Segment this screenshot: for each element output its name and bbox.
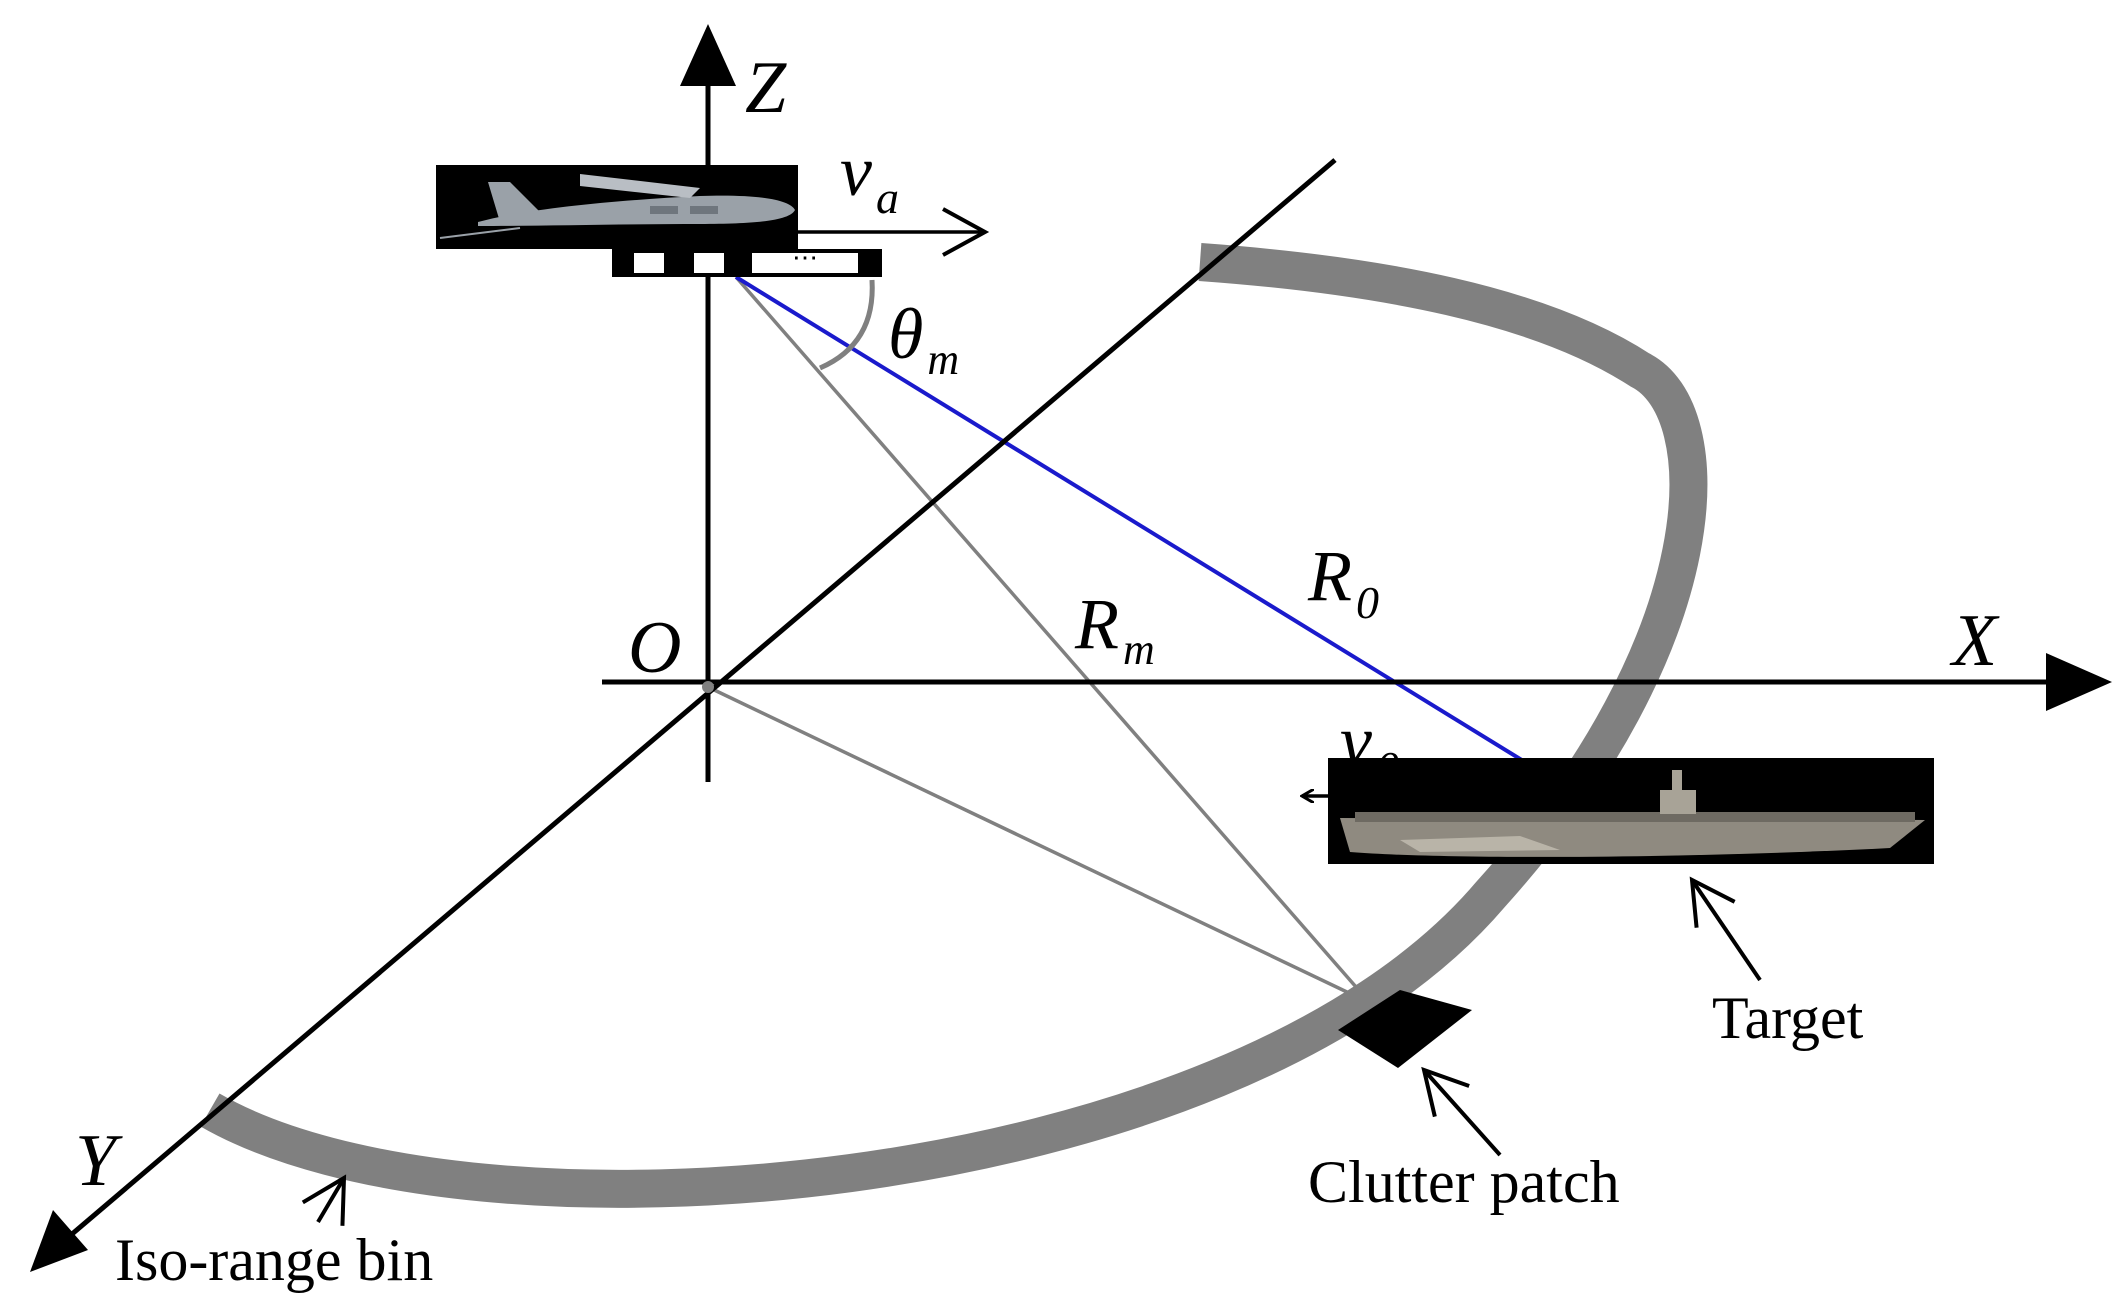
y-axis-label: Y (75, 1120, 123, 1202)
origin-point (702, 681, 714, 693)
clutter-pointer-arrow (1421, 1066, 1502, 1157)
array-ellipsis: ⋯ (792, 243, 818, 272)
angle-arc (819, 279, 875, 371)
target-velocity-label: v0 (1340, 701, 1399, 793)
range-line-r0 (734, 275, 1527, 764)
antenna-array: ⋯ (612, 243, 882, 277)
target-annotation: Target (1712, 985, 1864, 1051)
x-axis-label: X (1949, 600, 2000, 682)
y-axis-arrowhead (30, 1210, 88, 1272)
range-r0-label: R0 (1307, 536, 1379, 628)
z-axis-label: Z (745, 47, 787, 129)
platform-velocity-label: va (840, 131, 899, 223)
y-axis (63, 158, 1337, 1242)
z-axis-arrowhead (680, 24, 736, 86)
aircraft-carrier-icon (1328, 758, 1934, 864)
x-axis-arrowhead (2046, 653, 2112, 711)
range-rm-label: Rm (1074, 584, 1155, 674)
ground-line-to-patch (707, 685, 1371, 1005)
angle-label: θm (888, 294, 959, 384)
range-line-rm (734, 275, 1372, 1005)
clutter-patch (1338, 990, 1472, 1068)
origin-label: O (628, 607, 681, 689)
clutter-patch-annotation: Clutter patch (1308, 1149, 1620, 1215)
aircraft-icon (436, 165, 798, 249)
iso-range-bin-annotation: Iso-range bin (115, 1227, 433, 1293)
iso-range-pointer-arrow (301, 1174, 347, 1226)
target-pointer-arrow (1689, 876, 1762, 982)
